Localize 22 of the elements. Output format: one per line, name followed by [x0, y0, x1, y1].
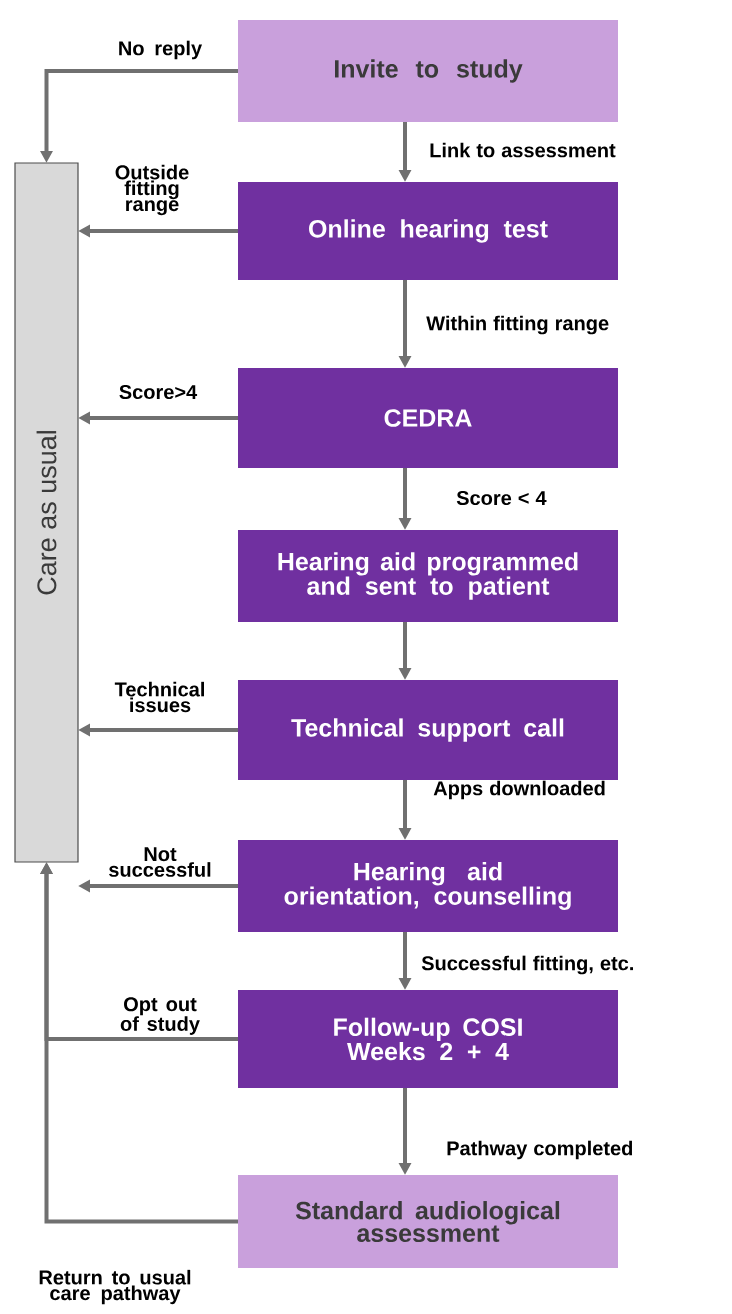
- process-box: CEDRA: [238, 368, 618, 468]
- edge-label: Not successful: [109, 847, 211, 877]
- process-box: Hearing aid orientation, counselling: [238, 840, 618, 932]
- edge-label: Apps downloaded: [433, 780, 605, 800]
- process-box: Follow-up COSI Weeks 2 + 4: [238, 990, 618, 1088]
- edge-label: Pathway completed: [447, 1140, 633, 1160]
- process-box: Standard audiological assessment: [238, 1175, 618, 1268]
- edge-label: Score>4: [119, 384, 198, 400]
- process-box: Online hearing test: [238, 182, 618, 280]
- side-bar: Care as usual: [14, 162, 79, 863]
- edge-label: Score < 4: [456, 490, 547, 506]
- edge-label: Within fitting range: [426, 315, 609, 335]
- process-box: Technical support call: [238, 680, 618, 780]
- edge-label: Outside fitting range: [115, 164, 189, 216]
- process-box: Invite to study: [238, 20, 618, 122]
- edge-label: Opt out of study: [120, 997, 200, 1035]
- edge-label: No reply: [119, 40, 202, 60]
- edge-label: Link to assessment: [430, 142, 616, 158]
- process-box: Hearing aid programmed and sent to patient: [238, 530, 618, 622]
- edge-label: Technical issues: [114, 681, 204, 713]
- edge-label: Return to usual care pathway: [39, 1269, 191, 1305]
- edge-label: Successful fitting, etc.: [421, 955, 633, 975]
